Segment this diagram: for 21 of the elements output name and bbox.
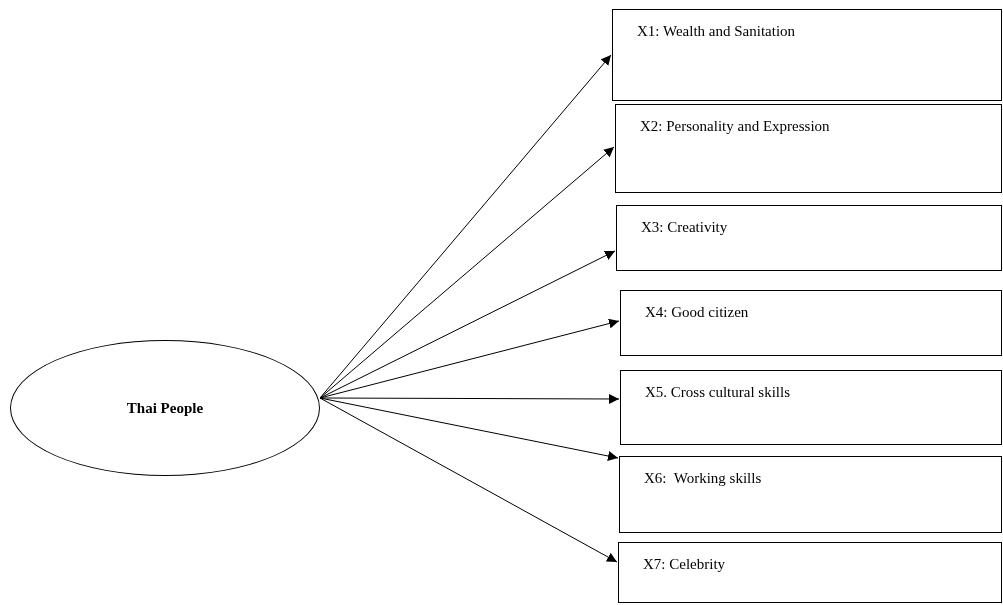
arrow — [319, 397, 619, 461]
box-label: X5. Cross cultural skills — [645, 384, 790, 400]
indicator-box — [618, 542, 1002, 603]
arrow — [319, 250, 616, 399]
box-label: X3: Creativity — [641, 219, 728, 235]
box-label: X7: Celebrity — [643, 556, 726, 572]
arrow — [319, 54, 612, 399]
box-label: X6: Working skills — [644, 470, 762, 486]
indicator-box — [619, 456, 1002, 533]
ellipse-label: Thai People — [126, 399, 204, 417]
indicator-box — [616, 205, 1002, 271]
indicator-box — [620, 370, 1002, 445]
box-label: X2: Personality and Expression — [640, 118, 830, 134]
arrow — [319, 318, 620, 399]
arrow — [319, 397, 618, 563]
box-label: X1: Wealth and Sanitation — [637, 23, 796, 39]
indicator-box — [612, 9, 1002, 101]
indicator-box — [620, 290, 1002, 356]
box-label: X4: Good citizen — [645, 304, 749, 320]
indicator-box — [615, 104, 1002, 193]
arrow — [319, 146, 615, 399]
